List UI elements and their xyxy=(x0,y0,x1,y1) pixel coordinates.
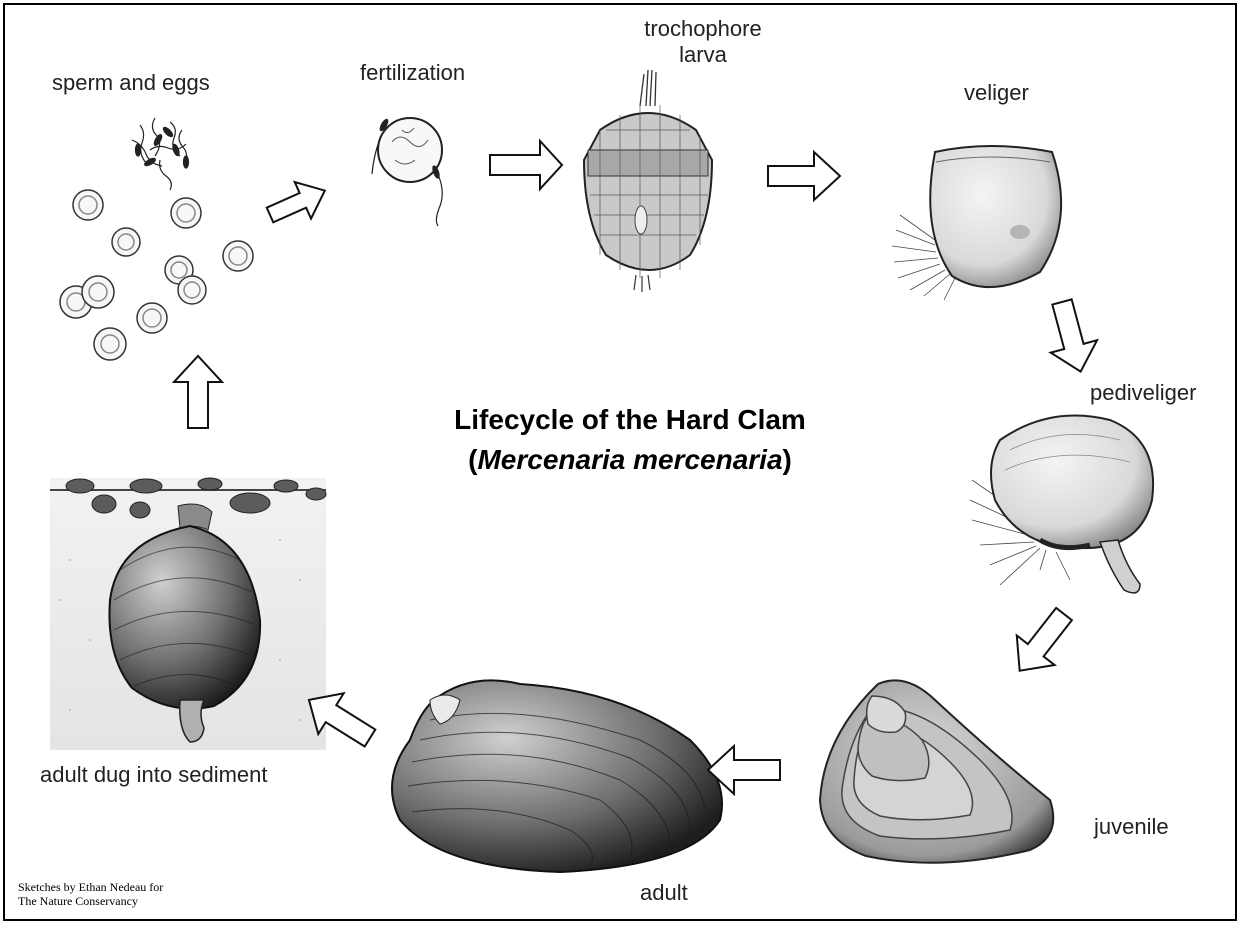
label-pediveliger: pediveliger xyxy=(1090,380,1196,406)
title-line1: Lifecycle of the Hard Clam xyxy=(340,400,920,440)
label-sperm-and-eggs: sperm and eggs xyxy=(52,70,210,96)
title-species: Mercenaria mercenaria xyxy=(477,444,782,475)
pediveliger-larva xyxy=(970,416,1153,593)
credit-line2: The Nature Conservancy xyxy=(18,894,163,908)
title-close-paren: ) xyxy=(783,444,792,475)
juvenile-clam xyxy=(820,680,1053,862)
fertilized-egg xyxy=(372,117,442,226)
arrow-eggs-to-fertilization xyxy=(262,172,333,233)
sediment-with-adult xyxy=(50,478,326,750)
veliger-larva xyxy=(892,146,1061,300)
label-trochophore-larva: trochophore larva xyxy=(628,16,778,68)
label-juvenile: juvenile xyxy=(1094,814,1169,840)
label-trochophore-line1: trochophore xyxy=(628,16,778,42)
sperm-cluster xyxy=(132,118,189,190)
label-trochophore-line2: larva xyxy=(628,42,778,68)
arrow-sediment-to-eggs xyxy=(174,356,222,428)
arrow-veliger-to-pediveliger xyxy=(1039,296,1104,378)
credit-note: Sketches by Ethan Nedeau for The Nature … xyxy=(18,880,163,908)
credit-line1: Sketches by Ethan Nedeau for xyxy=(18,880,163,894)
arrow-pediveliger-to-juvenile xyxy=(1001,599,1083,685)
arrow-fertilization-to-trochophore xyxy=(490,141,562,189)
label-fertilization: fertilization xyxy=(360,60,465,86)
eggs-cluster xyxy=(60,190,253,360)
adult-clam xyxy=(392,680,722,872)
arrow-trochophore-to-veliger xyxy=(768,152,840,200)
title-line2: (Mercenaria mercenaria) xyxy=(340,440,920,480)
diagram-title: Lifecycle of the Hard Clam (Mercenaria m… xyxy=(340,400,920,480)
label-adult-dug-into-sediment: adult dug into sediment xyxy=(40,762,268,788)
label-veliger: veliger xyxy=(964,80,1029,106)
label-adult: adult xyxy=(640,880,688,906)
trochophore-larva xyxy=(584,70,712,292)
